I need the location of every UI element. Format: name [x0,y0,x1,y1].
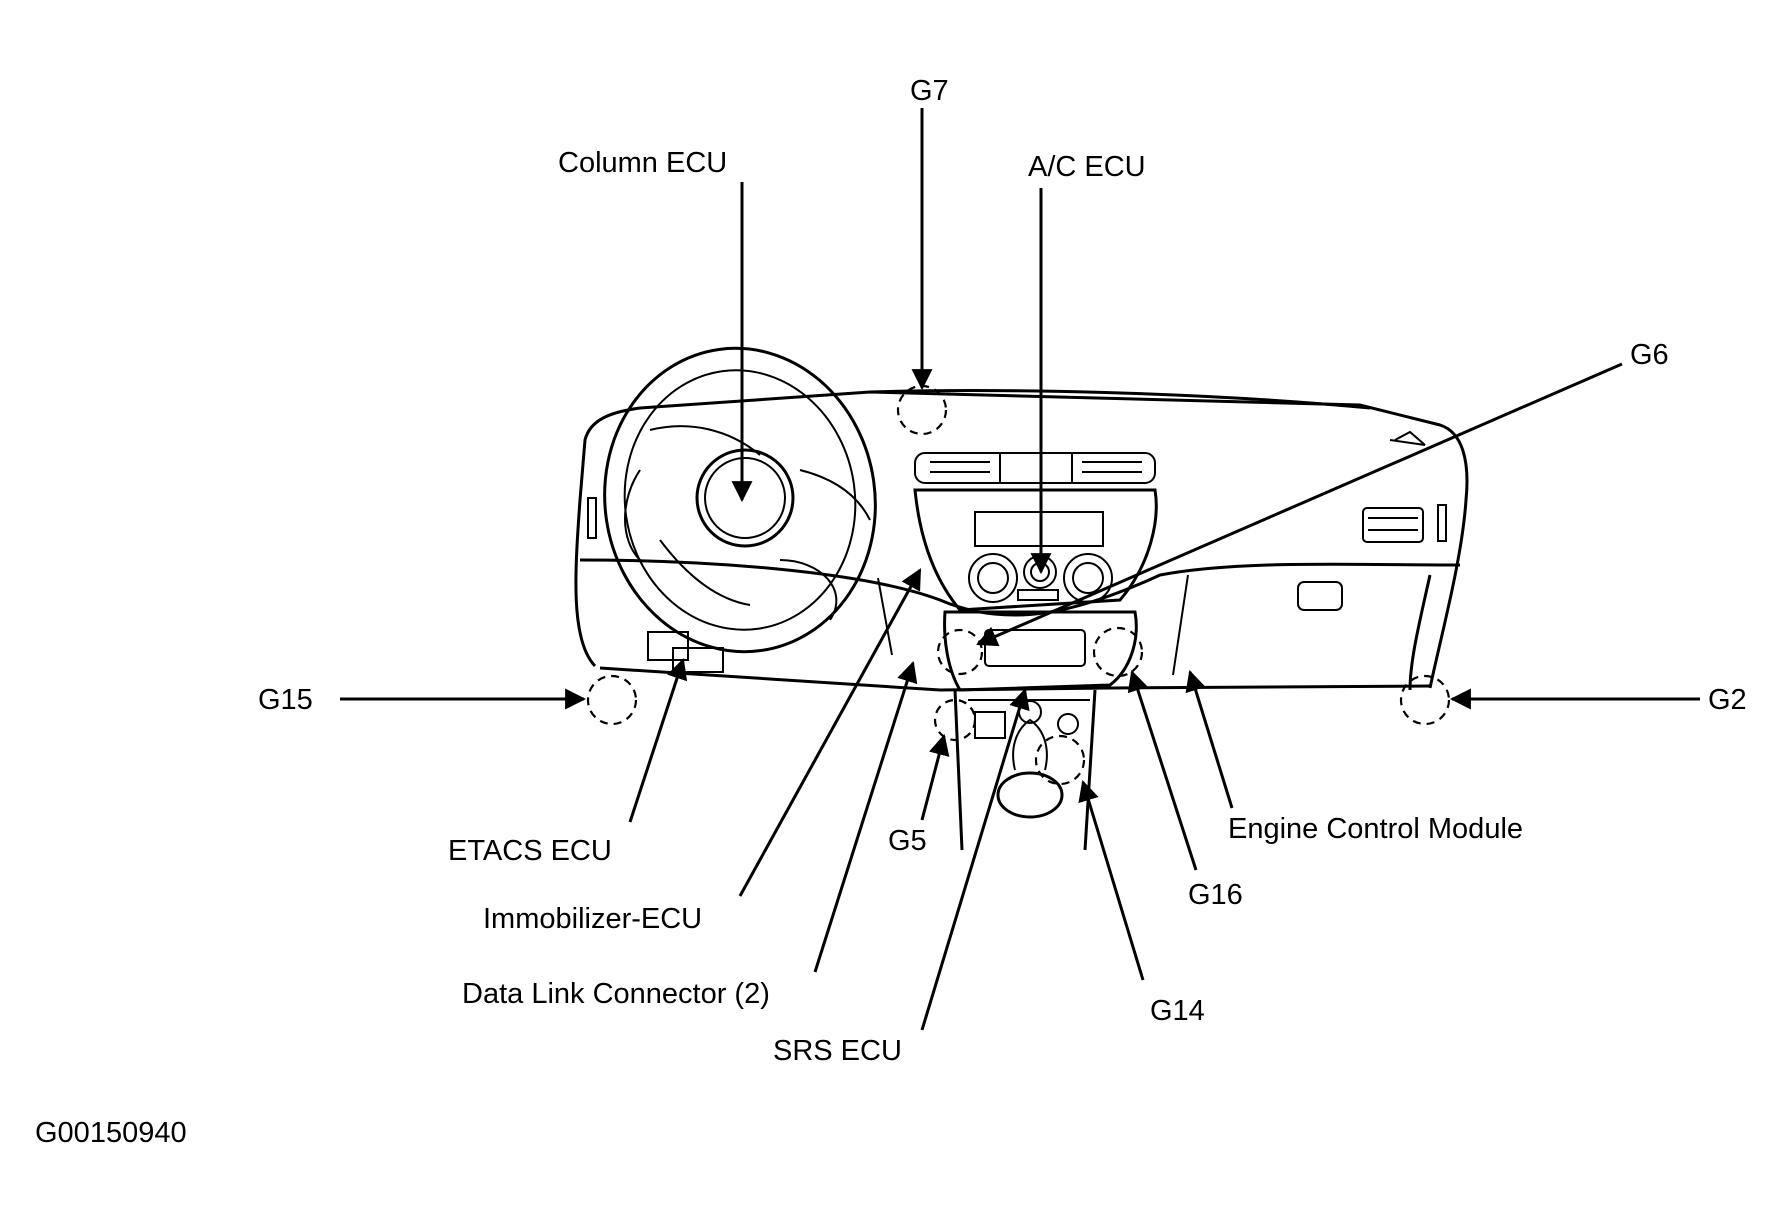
leader-lines [340,108,1700,1031]
dashboard-lower-edge [579,558,1461,617]
center-stack [913,488,1158,612]
leader-etacs-ecu [628,658,688,823]
label-data-link-connector: Data Link Connector (2) [462,978,770,1010]
label-g14: G14 [1150,995,1205,1027]
label-engine-control-module: Engine Control Module [1228,813,1523,845]
figure-id: G00150940 [35,1117,187,1149]
gear-boot [996,771,1064,819]
ground-point-g14 [1034,734,1086,786]
callout-labels: Column ECU G7 A/C ECU G6 G15 G2 ETACS EC… [35,75,1747,1149]
label-g16: G16 [1188,879,1243,911]
right-side-vent [1437,504,1447,542]
ground-points [586,384,1451,786]
label-srs-ecu: SRS ECU [773,1035,902,1067]
label-ac-ecu: A/C ECU [1028,151,1146,183]
label-immobilizer-ecu: Immobilizer-ECU [483,903,702,935]
dashboard-top-edge [869,389,1371,410]
lower-center-panel [943,610,1138,692]
climate-knob-right [1063,553,1113,603]
label-g6: G6 [1630,339,1669,371]
defrost-sensor [1394,430,1426,446]
glovebox-edge [1408,574,1432,691]
label-g15: G15 [258,684,313,716]
leader-engine-control-module [1185,669,1234,809]
label-etacs-ecu: ETACS ECU [448,835,612,867]
center-console [953,689,1097,851]
center-tray [984,629,1086,667]
left-vent [587,497,597,539]
leader-g14 [1078,779,1145,981]
center-vents [914,452,1156,484]
dashboard-drawing [574,346,1469,851]
ground-point-g6 [936,628,984,676]
right-dash-vent [1362,507,1424,543]
steering-wheel [603,346,877,654]
radio-display [974,511,1104,547]
ground-point-g16 [1092,626,1144,678]
label-g5: G5 [888,825,927,857]
leader-g5 [920,733,950,821]
leader-g6 [976,362,1623,647]
ground-point-g5 [933,698,977,742]
leader-g16 [1127,670,1198,871]
dashboard-outline [574,390,1469,689]
ground-point-g15 [586,674,638,726]
label-g2: G2 [1708,684,1747,716]
leader-data-link-connector [813,660,918,973]
climate-buttons [1017,589,1059,601]
climate-knob-left [968,553,1018,603]
leader-srs-ecu [920,687,1030,1031]
ground-point-g2 [1399,674,1451,726]
label-column-ecu: Column ECU [558,147,727,179]
label-g7: G7 [910,75,949,107]
leader-immobilizer-ecu [738,568,922,897]
glovebox-handle [1297,581,1343,611]
